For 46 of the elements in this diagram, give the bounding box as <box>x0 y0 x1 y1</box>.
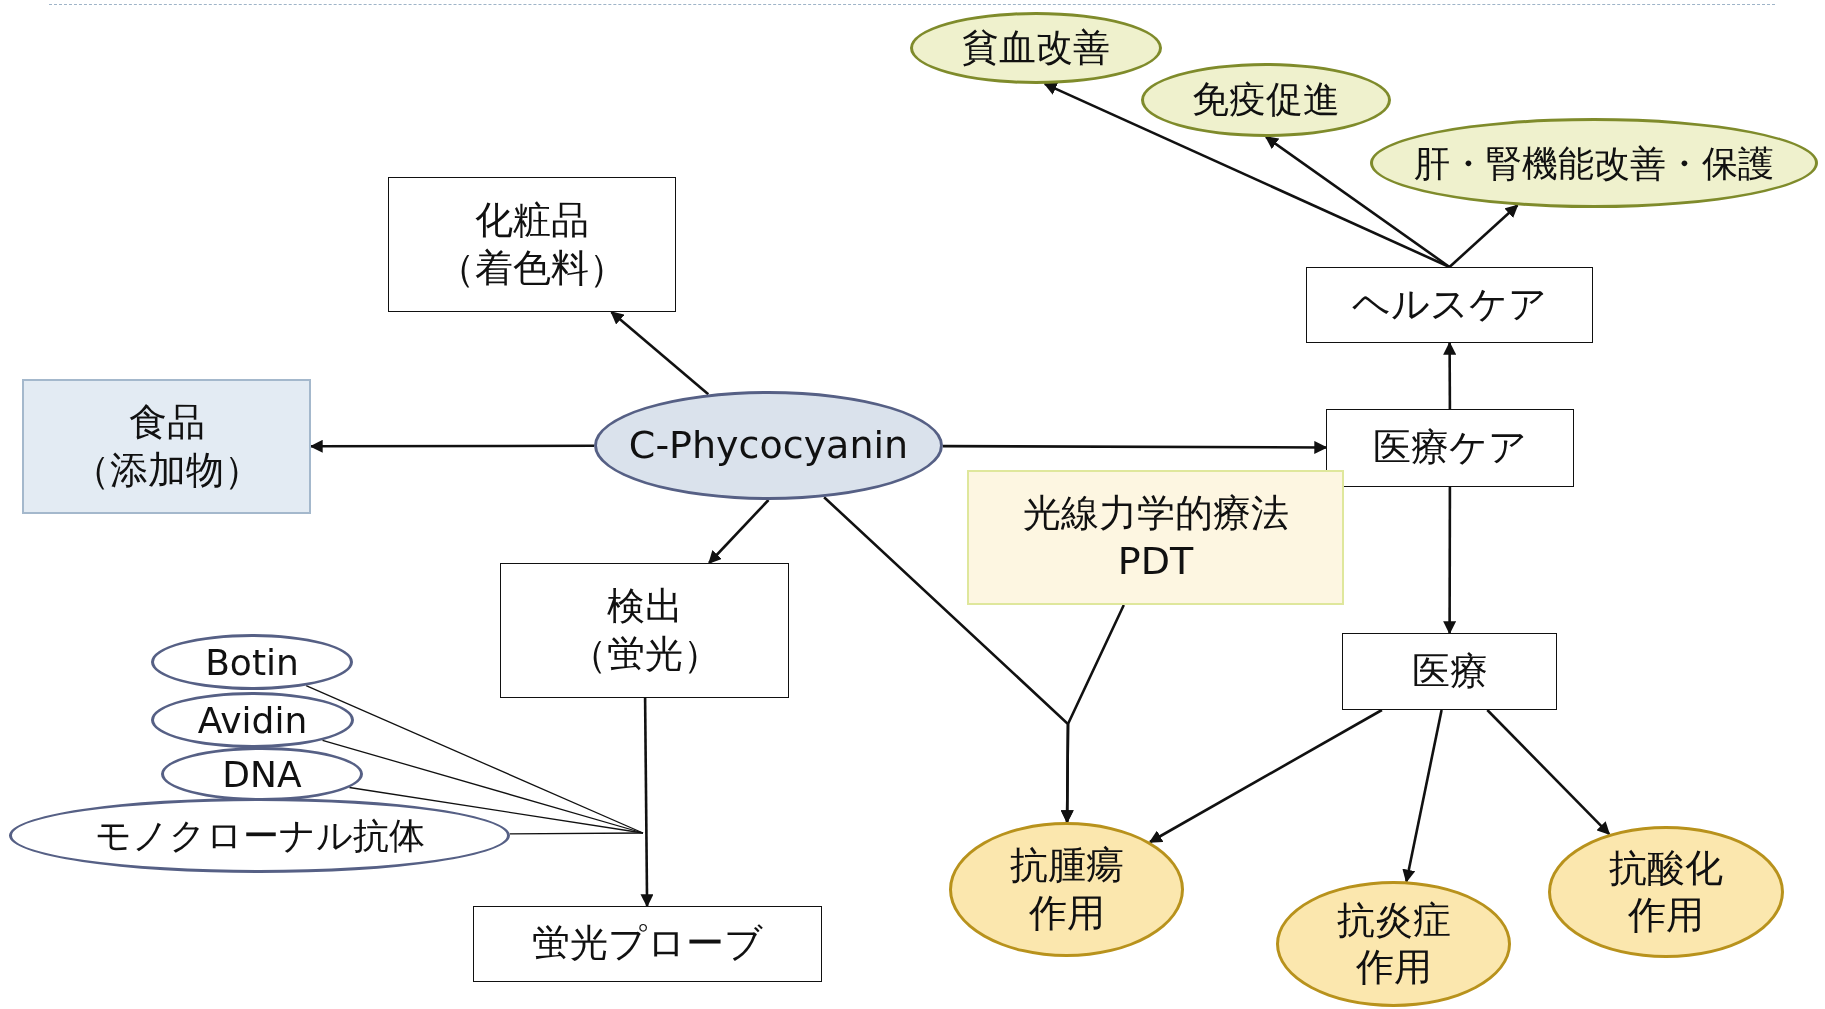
node-text: 食品 <box>128 399 205 446</box>
node-text: 作用 <box>1628 892 1704 939</box>
arrow <box>1443 341 1457 409</box>
process-box <box>22 379 311 514</box>
connector-line <box>305 684 644 834</box>
node-text: PDT <box>1117 537 1194 585</box>
arrow <box>1060 604 1125 824</box>
arrow <box>1443 487 1457 635</box>
node-text: Avidin <box>197 698 308 743</box>
process-box <box>500 563 789 698</box>
connector-line <box>509 832 644 835</box>
node-text: （着色料） <box>437 244 627 292</box>
node-text: 作用 <box>1028 889 1105 937</box>
node-text: 蛍光プローブ <box>532 920 763 968</box>
node-text: 化粧品 <box>475 197 589 244</box>
node-text: 抗炎症 <box>1336 896 1451 944</box>
node-text: 抗腫瘍 <box>1009 842 1124 889</box>
node-text: ヘルスケア <box>1352 281 1547 329</box>
node-text: 検出 <box>606 583 683 630</box>
arrow <box>1264 135 1451 269</box>
process-box <box>473 906 822 982</box>
node-text: 医療ケア <box>1373 424 1527 472</box>
arrow <box>1148 708 1383 844</box>
node-text: 作用 <box>1355 944 1432 991</box>
process-box <box>1306 267 1593 343</box>
process-box <box>1342 633 1557 710</box>
arrow <box>1486 709 1611 836</box>
node-text: 光線力学的療法 <box>1022 490 1289 537</box>
process-box <box>1326 409 1574 487</box>
node-text: 抗酸化 <box>1609 844 1723 892</box>
node-text: Botin <box>205 640 299 685</box>
arrow <box>1402 709 1443 883</box>
node-text: 免疫促進 <box>1192 76 1340 123</box>
node-text: C-Phycocyanin <box>628 421 909 469</box>
node-text: DNA <box>222 752 302 797</box>
node-text: 肝・腎機能改善・保護 <box>1414 141 1774 186</box>
node-text: モノクローナル抗体 <box>94 814 425 858</box>
node-text: （蛍光） <box>568 630 721 678</box>
node-text: （添加物） <box>71 446 262 494</box>
arrow <box>708 499 770 564</box>
node-text: 貧血改善 <box>962 24 1110 71</box>
process-box <box>388 177 676 312</box>
node-text: 医療 <box>1411 647 1488 695</box>
process-box <box>967 470 1344 605</box>
arrow <box>943 440 1328 454</box>
arrow <box>640 698 654 908</box>
